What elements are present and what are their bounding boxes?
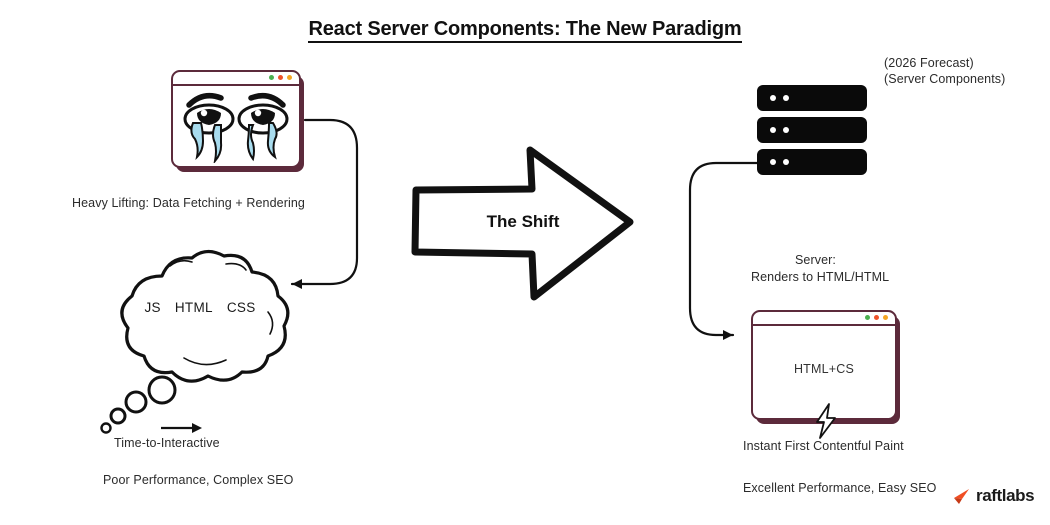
- window-control-dots: [269, 75, 292, 80]
- excellent-performance-label: Excellent Performance, Easy SEO: [743, 481, 937, 495]
- raftlabs-arrow-mark-icon: [954, 488, 969, 504]
- server-role-line1: Server:: [795, 253, 836, 267]
- window-dot-green-icon: [865, 315, 870, 320]
- thought-cloud-words: JS HTML CSS: [100, 300, 300, 315]
- thought-cloud-icon: [100, 249, 290, 434]
- server-role-line2: Renders to HTML/HTML: [751, 270, 890, 284]
- server-rack-icon: [757, 85, 867, 111]
- server-rack-icon: [757, 117, 867, 143]
- cloud-word-html: HTML: [174, 300, 213, 315]
- window-dot-red-icon: [278, 75, 283, 80]
- server-led-icon: [783, 127, 789, 133]
- shift-label: The Shift: [486, 212, 560, 231]
- window-control-dots: [865, 315, 888, 320]
- heavy-lifting-label: Heavy Lifting: Data Fetching + Rendering: [72, 196, 305, 210]
- page-title: React Server Components: The New Paradig…: [0, 18, 1050, 43]
- window-dot-yellow-icon: [883, 315, 888, 320]
- client-browser-window[interactable]: [171, 70, 301, 168]
- browser-titlebar: [173, 72, 299, 86]
- cloud-word-css: CSS: [226, 300, 256, 315]
- first-contentful-paint-label: Instant First Contentful Paint: [743, 439, 904, 453]
- crying-face-emoji-icon: [183, 92, 289, 163]
- server-stack: [757, 85, 867, 181]
- raftlabs-logo: raftlabs: [952, 486, 1035, 506]
- cloud-word-js: JS: [144, 300, 161, 315]
- window-dot-green-icon: [269, 75, 274, 80]
- shift-arrow-icon: [411, 146, 634, 301]
- server-led-icon: [770, 127, 776, 133]
- server-led-icon: [783, 159, 789, 165]
- server-rendered-browser-window[interactable]: HTML+CS: [751, 310, 897, 420]
- server-components-label: (Server Components): [884, 72, 1006, 86]
- window-dot-yellow-icon: [287, 75, 292, 80]
- poor-performance-label: Poor Performance, Complex SEO: [103, 473, 294, 487]
- browser-viewport: HTML+CS: [753, 326, 895, 418]
- raftlabs-wordmark: raftlabs: [976, 486, 1035, 505]
- browser-titlebar: [753, 312, 895, 326]
- page-title-text: React Server Components: The New Paradig…: [308, 18, 742, 43]
- forecast-label: (2026 Forecast): [884, 56, 974, 70]
- server-rack-icon: [757, 149, 867, 175]
- window-dot-red-icon: [874, 315, 879, 320]
- time-to-interactive-label: Time-to-Interactive: [114, 436, 220, 450]
- server-led-icon: [783, 95, 789, 101]
- html-cs-text: HTML+CS: [793, 362, 855, 376]
- lightning-bolt-icon: [816, 403, 836, 439]
- server-led-icon: [770, 159, 776, 165]
- browser-viewport: [173, 86, 299, 166]
- server-led-icon: [770, 95, 776, 101]
